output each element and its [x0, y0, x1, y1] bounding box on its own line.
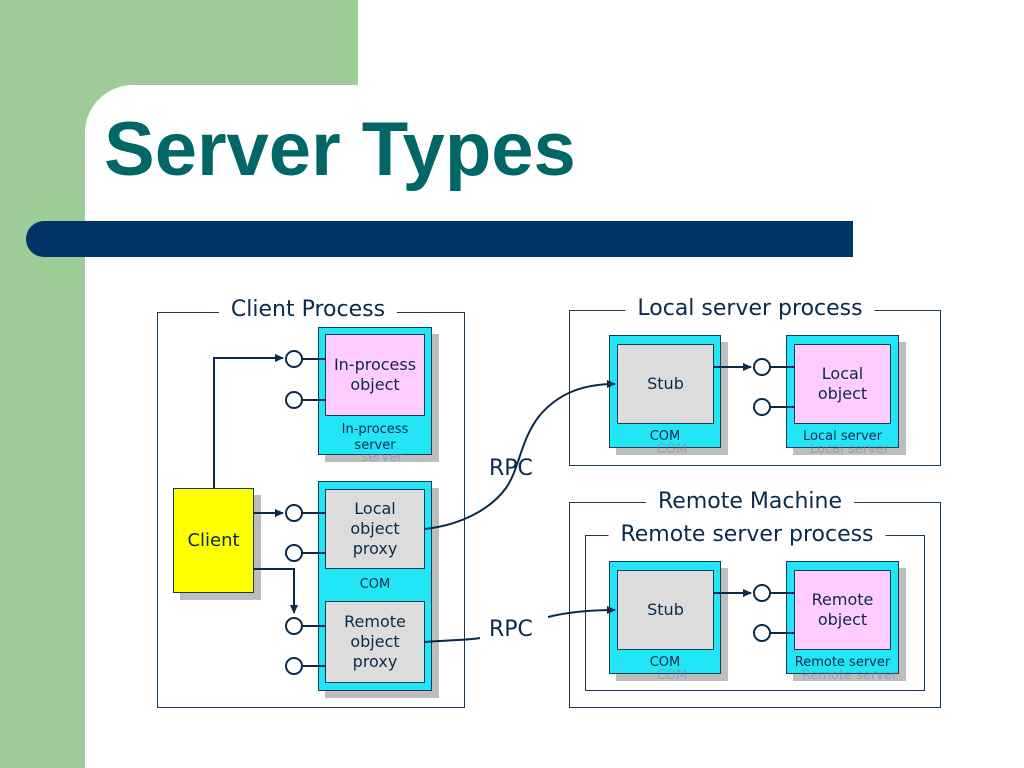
local-stub-com-label-shadow: COM [656, 442, 688, 457]
remote-stub-com-label-shadow: COM [656, 668, 688, 683]
local-server-label-shadow: Local server [810, 442, 889, 457]
in-process-interface-2 [285, 391, 303, 409]
local-server-process-label: Local server process [625, 296, 875, 322]
slide-title: Server Types [104, 107, 576, 192]
local-object-box: Local object [794, 344, 891, 424]
remote-object-box: Remote object [794, 570, 891, 650]
remote-object-interface-2 [753, 624, 771, 642]
title-underline-bar [26, 221, 853, 257]
remote-stub-com-label: COM [649, 655, 681, 670]
remote-proxy-interface-2 [285, 657, 303, 675]
local-stub-com-label: COM [649, 429, 681, 444]
local-object-interface-1 [753, 358, 771, 376]
client-process-label: Client Process [218, 297, 398, 323]
local-proxy-interface-2 [285, 544, 303, 562]
remote-object-interface-1 [753, 584, 771, 602]
local-proxy-interface-1 [285, 504, 303, 522]
remote-proxy-interface-1 [285, 617, 303, 635]
remote-server-process-label: Remote server process [608, 522, 886, 548]
com-label: COM [359, 577, 391, 592]
local-stub-box: Stub [617, 344, 714, 424]
client-box: Client [173, 488, 254, 593]
remote-server-label-shadow: Remote server [801, 668, 898, 683]
remote-server-label: Remote server [794, 655, 891, 670]
rpc-remote-curve [424, 637, 481, 643]
client-to-in-process-arrow [213, 354, 284, 488]
rpc-local-curve [424, 380, 616, 530]
in-process-server-label: In-process server [341, 422, 409, 453]
local-server-label: Local server [803, 429, 882, 444]
in-process-server-label-shadow: server [361, 450, 403, 465]
in-process-object-box: In-process object [325, 334, 425, 416]
client-to-remote-proxy-arrow [254, 568, 298, 614]
local-object-proxy-box: Local object proxy [325, 489, 425, 569]
local-object-interface-2 [753, 398, 771, 416]
remote-object-proxy-box: Remote object proxy [325, 601, 425, 683]
in-process-interface-1 [285, 350, 303, 368]
remote-stub-box: Stub [617, 570, 714, 650]
rpc-remote-curve-2 [547, 606, 616, 618]
rpc-label-bottom: RPC [489, 617, 533, 642]
remote-machine-label: Remote Machine [646, 489, 854, 515]
